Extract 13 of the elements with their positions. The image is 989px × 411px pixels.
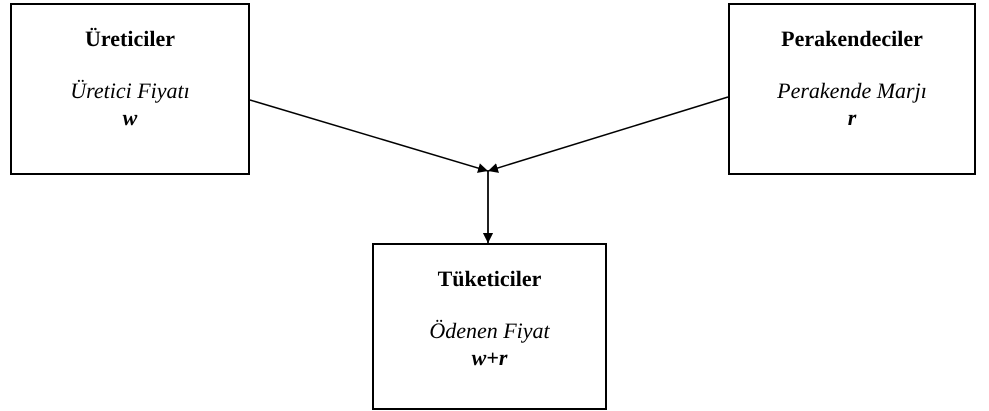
process-box [728, 3, 976, 175]
variable-label: w [122, 104, 138, 132]
node-subtitle: Perakende Marjı [777, 76, 927, 104]
node-heading: Perakendeciler [781, 25, 923, 52]
node-subtitle: Ödenen Fiyat [429, 316, 550, 344]
node-heading: Tüketiciler [438, 265, 542, 292]
arrow [483, 96, 728, 243]
process-box [10, 3, 250, 175]
process-box [372, 243, 607, 410]
variable-label: r [848, 104, 856, 132]
variable-label: w+r [472, 344, 508, 372]
node-heading: Üreticiler [85, 25, 175, 52]
node-subtitle: Üretici Fiyatı [70, 76, 190, 104]
